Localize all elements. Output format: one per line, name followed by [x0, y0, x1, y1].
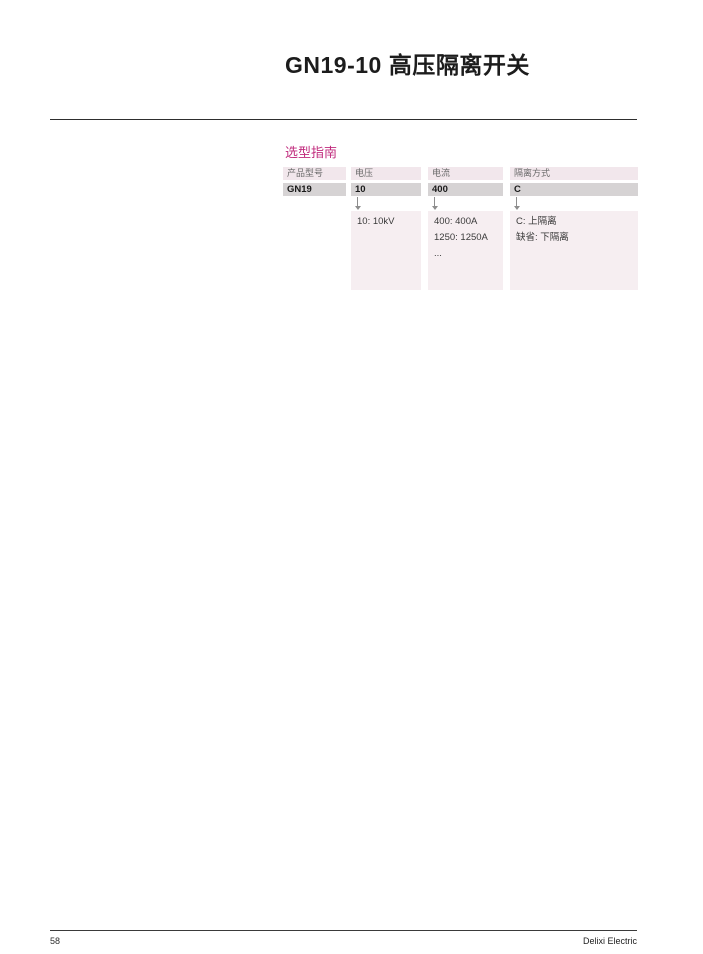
- brand-name: Delixi Electric: [582, 936, 637, 946]
- column-value: GN19: [283, 183, 346, 196]
- detail-line: 缺省: 下隔离: [516, 232, 569, 243]
- selection-guide-table: 产品型号 GN19 电压 10 10: 10kV 电流 400 400: 400…: [283, 167, 638, 297]
- header-divider: [50, 119, 637, 120]
- section-heading-selection-guide: 选型指南: [285, 145, 338, 160]
- down-arrow-icon: [428, 196, 503, 211]
- detail-line: 10: 10kV: [357, 216, 395, 227]
- footer-divider: [50, 930, 637, 931]
- column-header: 电流: [428, 167, 503, 180]
- down-arrow-icon: [510, 196, 638, 211]
- column-header: 隔离方式: [510, 167, 638, 180]
- guide-column-model: 产品型号 GN19: [283, 167, 346, 196]
- page-number: 58: [50, 936, 61, 946]
- detail-line: 1250: 1250A: [434, 232, 488, 243]
- title-product-name: 高压隔离开关: [388, 53, 530, 78]
- guide-column-voltage: 电压 10 10: 10kV: [351, 167, 421, 290]
- column-value: 400: [428, 183, 503, 196]
- detail-line: 400: 400A: [434, 216, 478, 227]
- column-header: 产品型号: [283, 167, 346, 180]
- detail-box: C: 上隔离 缺省: 下隔离: [510, 211, 638, 290]
- detail-line: ...: [434, 248, 442, 259]
- column-value: C: [510, 183, 638, 196]
- down-arrow-icon: [351, 196, 421, 211]
- title-model: GN19-10: [285, 52, 382, 78]
- detail-box: 10: 10kV: [351, 211, 421, 290]
- guide-column-isolation: 隔离方式 C C: 上隔离 缺省: 下隔离: [510, 167, 638, 290]
- detail-box: 400: 400A 1250: 1250A ...: [428, 211, 503, 290]
- column-header: 电压: [351, 167, 421, 180]
- column-value: 10: [351, 183, 421, 196]
- detail-line: C: 上隔离: [516, 216, 557, 227]
- guide-column-current: 电流 400 400: 400A 1250: 1250A ...: [428, 167, 503, 290]
